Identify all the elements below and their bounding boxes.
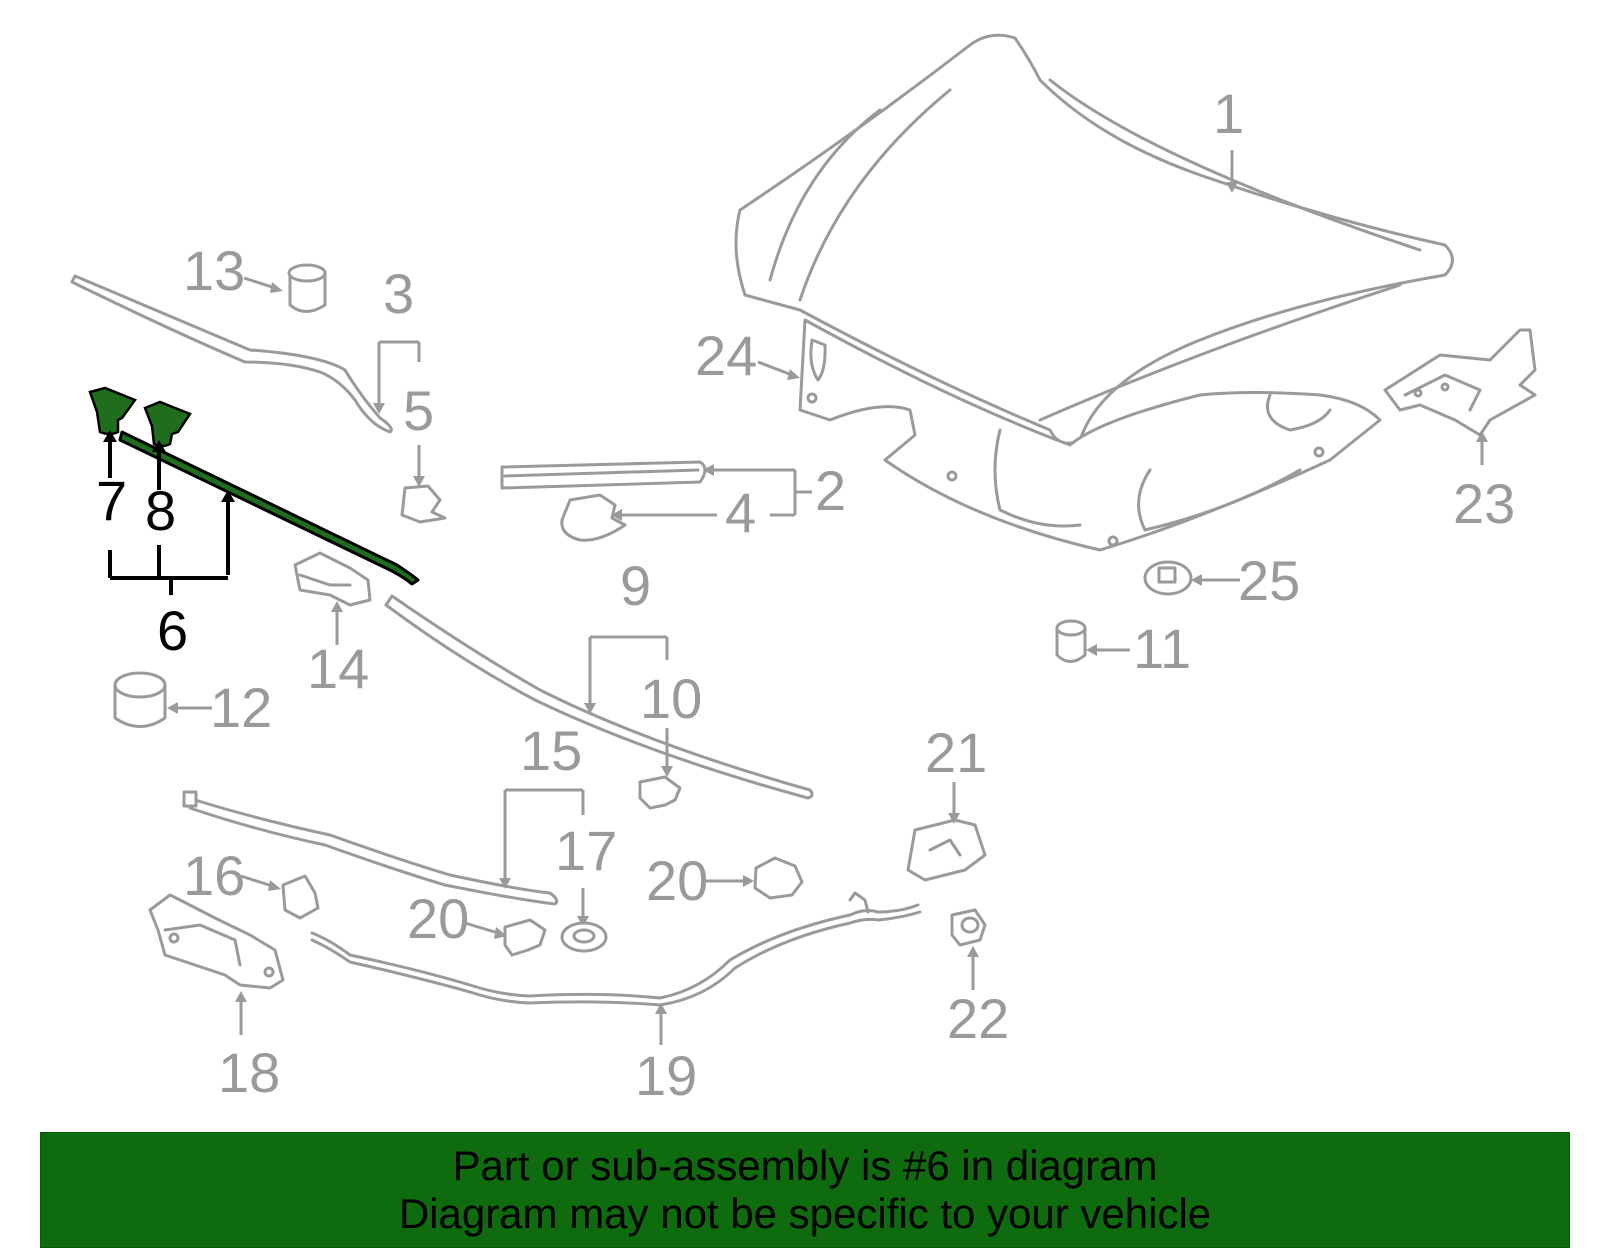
svg-text:3: 3 [383,262,414,325]
part-latch-18: 16 18 [148,844,320,1104]
banner-line-part-number: Part or sub-assembly is #6 in diagram [452,1142,1158,1189]
svg-text:10: 10 [640,667,702,730]
part-seal-9: 9 10 [384,554,814,810]
part-hood: 1 [734,33,1454,552]
svg-text:7: 7 [96,469,127,532]
part-seal-3: 13 3 5 [70,239,447,524]
svg-text:19: 19 [635,1044,697,1107]
svg-text:18: 18 [218,1041,280,1104]
svg-text:25: 25 [1238,549,1300,612]
svg-text:21: 21 [925,721,987,784]
part-cushion-11: 11 [1055,617,1191,680]
svg-text:16: 16 [183,844,245,907]
svg-text:24: 24 [695,324,757,387]
svg-text:11: 11 [1133,617,1191,680]
part-lock-21: 21 [906,721,987,882]
svg-text:1: 1 [1213,82,1244,145]
part-clip-25: 25 [1143,549,1300,612]
part-seal-2: 2 4 [500,459,846,544]
svg-text:2: 2 [815,459,846,522]
callout-24: 24 [695,324,827,387]
info-banner: Part or sub-assembly is #6 in diagram Di… [40,1132,1570,1248]
svg-text:17: 17 [555,819,617,882]
svg-text:4: 4 [725,481,756,544]
svg-text:13: 13 [183,239,245,302]
svg-text:20: 20 [646,849,708,912]
part-cable-15: 15 17 [182,719,617,953]
svg-text:20: 20 [407,887,469,950]
part-clip-20-left: 20 [407,887,547,957]
part-seal-6-highlighted: 7 8 6 [88,386,420,662]
svg-text:22: 22 [947,987,1009,1050]
part-cushion-12: 12 [113,671,272,739]
svg-text:6: 6 [157,599,188,662]
svg-text:5: 5 [403,379,434,442]
svg-text:23: 23 [1453,472,1515,535]
svg-text:12: 12 [210,676,272,739]
svg-text:14: 14 [307,637,369,700]
part-bracket-14: 14 [293,551,372,700]
part-clip-20-right: 20 [646,849,804,912]
part-hinge: 23 [1383,328,1537,535]
part-cable-19: 19 [310,891,922,1107]
svg-text:9: 9 [620,554,651,617]
svg-text:15: 15 [520,719,582,782]
part-bracket-22: 22 [947,908,1009,1050]
svg-text:8: 8 [145,479,176,542]
banner-line-disclaimer: Diagram may not be specific to your vehi… [398,1190,1212,1237]
